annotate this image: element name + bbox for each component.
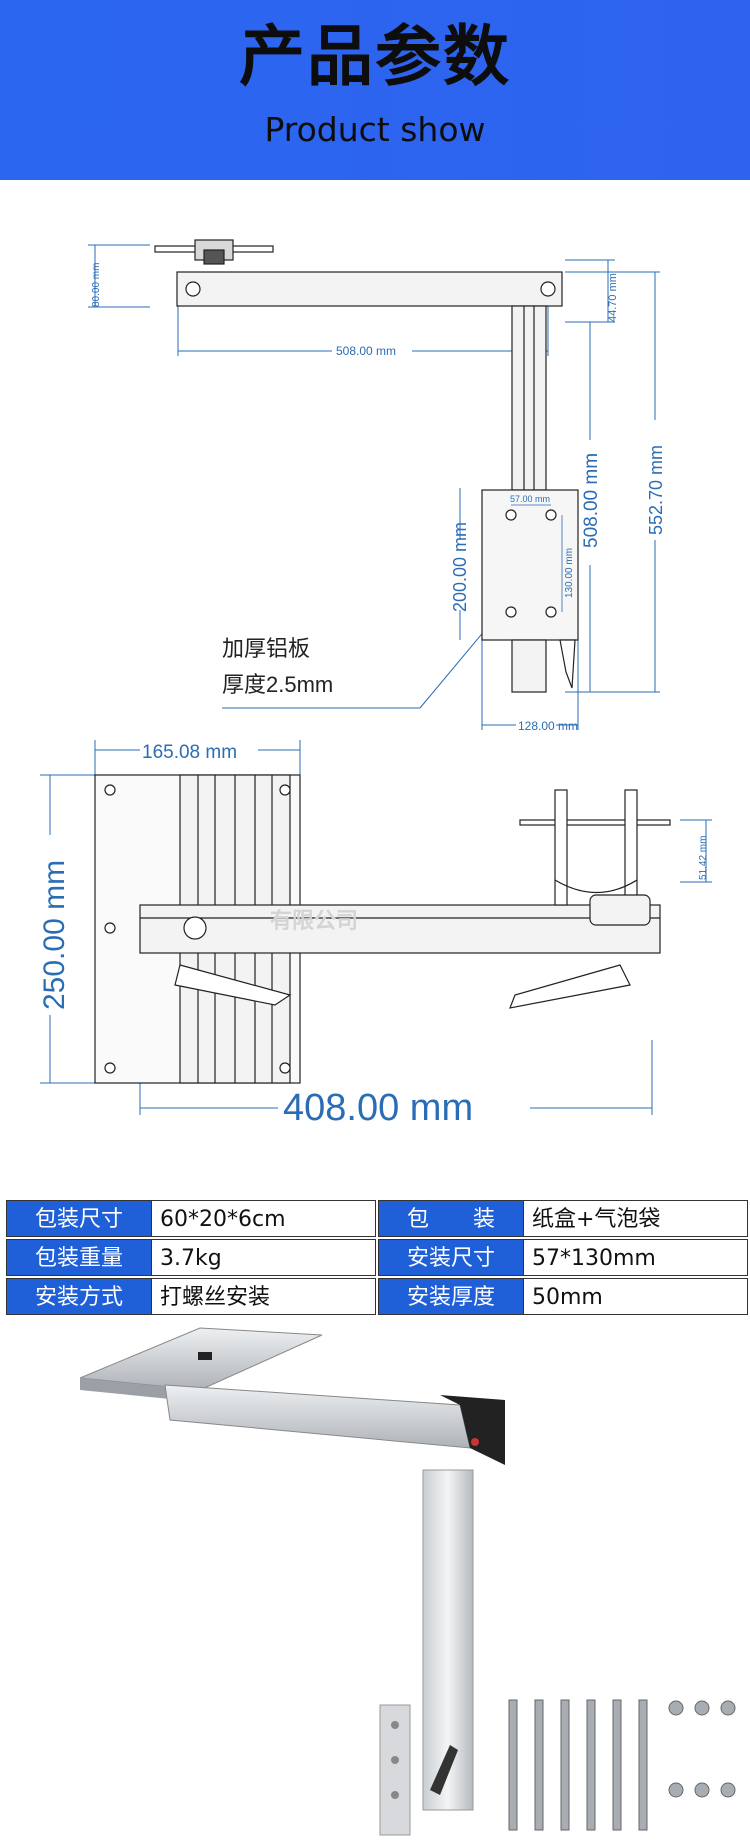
callout-line1: 加厚铝板 [222, 636, 310, 661]
dim-508-horizontal: 508.00 mm [336, 344, 396, 358]
spec-value: 57*130mm [524, 1239, 748, 1276]
spec-row: 包装尺寸 60*20*6cm 包 装 纸盒+气泡袋 [6, 1200, 748, 1237]
watermark: 有限公司 [270, 908, 358, 933]
spec-label: 安装方式 [6, 1278, 152, 1315]
spec-value: 50mm [524, 1278, 748, 1315]
spec-value: 60*20*6cm [152, 1200, 376, 1237]
page-title: 产品参数 [239, 18, 511, 95]
dim-44-70: 44.70 mm [607, 273, 619, 322]
technical-drawing-front: 80.00 mm 508.00 mm 44.70 mm 552.70 mm 50… [88, 239, 666, 733]
spec-label: 包装重量 [6, 1239, 152, 1276]
dim-200: 200.00 mm [450, 522, 470, 612]
dim-80: 80.00 mm [91, 263, 102, 307]
spec-row: 包装重量 3.7kg 安装尺寸 57*130mm [6, 1239, 748, 1276]
side-dim-165: 165.08 mm [142, 742, 237, 763]
page-subtitle: Product show [264, 110, 486, 149]
side-dim-250: 250.00 mm [38, 860, 71, 1010]
side-dim-408: 408.00 mm [283, 1087, 473, 1129]
dim-508-vertical: 508.00 mm [581, 453, 602, 548]
spec-row: 安装方式 打螺丝安装 安装厚度 50mm [6, 1278, 748, 1315]
spec-value: 打螺丝安装 [152, 1278, 376, 1315]
dim-130: 130.00 mm [564, 548, 575, 598]
spec-value: 纸盒+气泡袋 [524, 1200, 748, 1237]
product-photo [79, 1327, 736, 1836]
dim-128: 128.00 mm [518, 719, 578, 733]
dim-552-70: 552.70 mm [646, 445, 666, 535]
spec-label: 安装厚度 [378, 1278, 524, 1315]
side-dim-51: 51.42 mm [698, 836, 709, 880]
callout-line2: 厚度2.5mm [222, 672, 333, 697]
header-banner: 产品参数 Product show [0, 0, 750, 180]
spec-value: 3.7kg [152, 1239, 376, 1276]
technical-drawing-side: 165.08 mm 250.00 mm 51.42 mm 408.00 mm 有… [38, 740, 712, 1129]
spec-label: 包 装 [378, 1200, 524, 1237]
spec-label: 安装尺寸 [378, 1239, 524, 1276]
dim-57: 57.00 mm [510, 494, 550, 504]
spec-label: 包装尺寸 [6, 1200, 152, 1237]
